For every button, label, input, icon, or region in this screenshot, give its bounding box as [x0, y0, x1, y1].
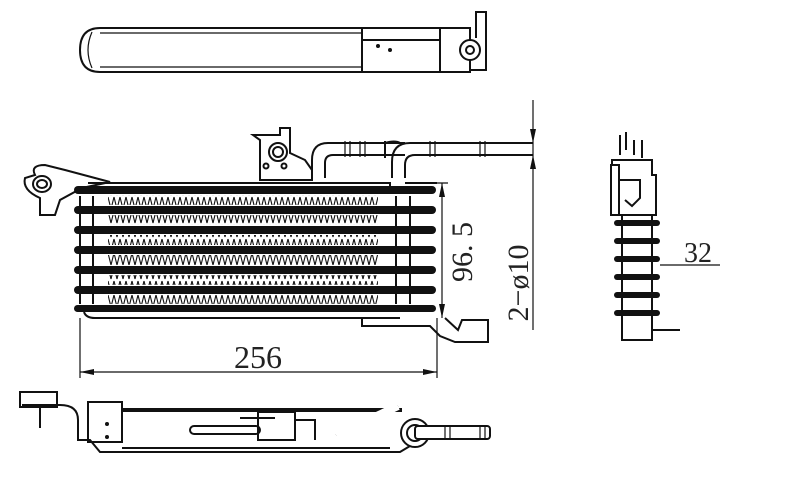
dimension-thickness: 32	[660, 238, 720, 269]
pipe-diameter-label: 2−ø10	[502, 245, 535, 322]
width-label: 256	[234, 339, 282, 375]
bottom-view	[19, 391, 491, 453]
front-view: 256 96. 5 2−ø10	[23, 100, 536, 378]
dimension-pipe-diameter: 2−ø10	[502, 100, 536, 330]
dimension-width: 256	[79, 318, 438, 378]
core-height-label: 96. 5	[446, 222, 479, 282]
thickness-label: 32	[684, 238, 712, 269]
top-view	[78, 11, 487, 73]
cooler-core	[74, 186, 436, 319]
dimension-core-height: 96. 5	[405, 182, 479, 318]
side-view: 32	[610, 132, 720, 341]
